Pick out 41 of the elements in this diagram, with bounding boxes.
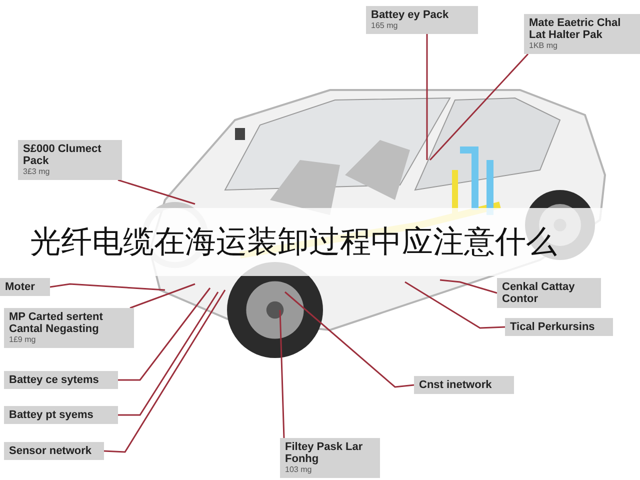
leader-line <box>284 291 414 388</box>
leader-line <box>118 179 196 205</box>
leader-line <box>130 283 196 309</box>
callout-label-box <box>414 376 514 394</box>
callout-label: Cenkal Cattay Contor <box>502 281 576 305</box>
callout-label-box <box>4 442 104 460</box>
callout-label: S£000 Clumect Pack <box>23 143 102 167</box>
callout-label: Battey ce sytems <box>9 374 100 386</box>
callout-label-box <box>366 6 478 34</box>
callout-value: 1KB mg <box>529 41 558 51</box>
callout-label: Battey pt syems <box>9 409 94 421</box>
leader-line <box>50 283 166 291</box>
callout-value: 103 mg <box>285 465 313 475</box>
callout-label: Mate Eaetric Chal Lat Halter Pak <box>529 17 622 41</box>
callout-label: Sensor network <box>9 445 93 457</box>
leader-line <box>404 281 506 329</box>
callout-value: 165 mg <box>371 21 399 31</box>
callout-label-box <box>4 308 134 348</box>
leader-line <box>118 292 219 416</box>
callout-label: Filtey Pask Lar Fonhg <box>285 441 364 465</box>
callout-value: 3£3 mg <box>23 167 51 177</box>
callout-label: Battey ey Pack <box>371 9 450 21</box>
callout-label-box <box>18 140 122 180</box>
callout-label: Cnst inetwork <box>419 379 493 391</box>
callout-label-box <box>0 278 50 296</box>
callout-label: MP Carted sertent Cantal Negasting <box>9 311 104 335</box>
leader-line <box>426 34 428 160</box>
leader-line <box>440 279 498 294</box>
leader-line <box>429 54 529 160</box>
callout-label-box <box>524 14 640 54</box>
callout-label: Moter <box>5 281 36 293</box>
callout-label-box <box>280 438 380 478</box>
callout-label-box <box>505 318 613 336</box>
callout-label-box <box>497 278 601 308</box>
leader-line <box>279 310 285 438</box>
callout-label: Tical Perkursins <box>510 321 596 333</box>
leader-line <box>118 288 211 381</box>
callout-label-box <box>4 371 118 389</box>
callout-value: 1£9 mg <box>9 335 37 345</box>
leader-line <box>104 290 226 453</box>
callout-label-box <box>4 406 118 424</box>
